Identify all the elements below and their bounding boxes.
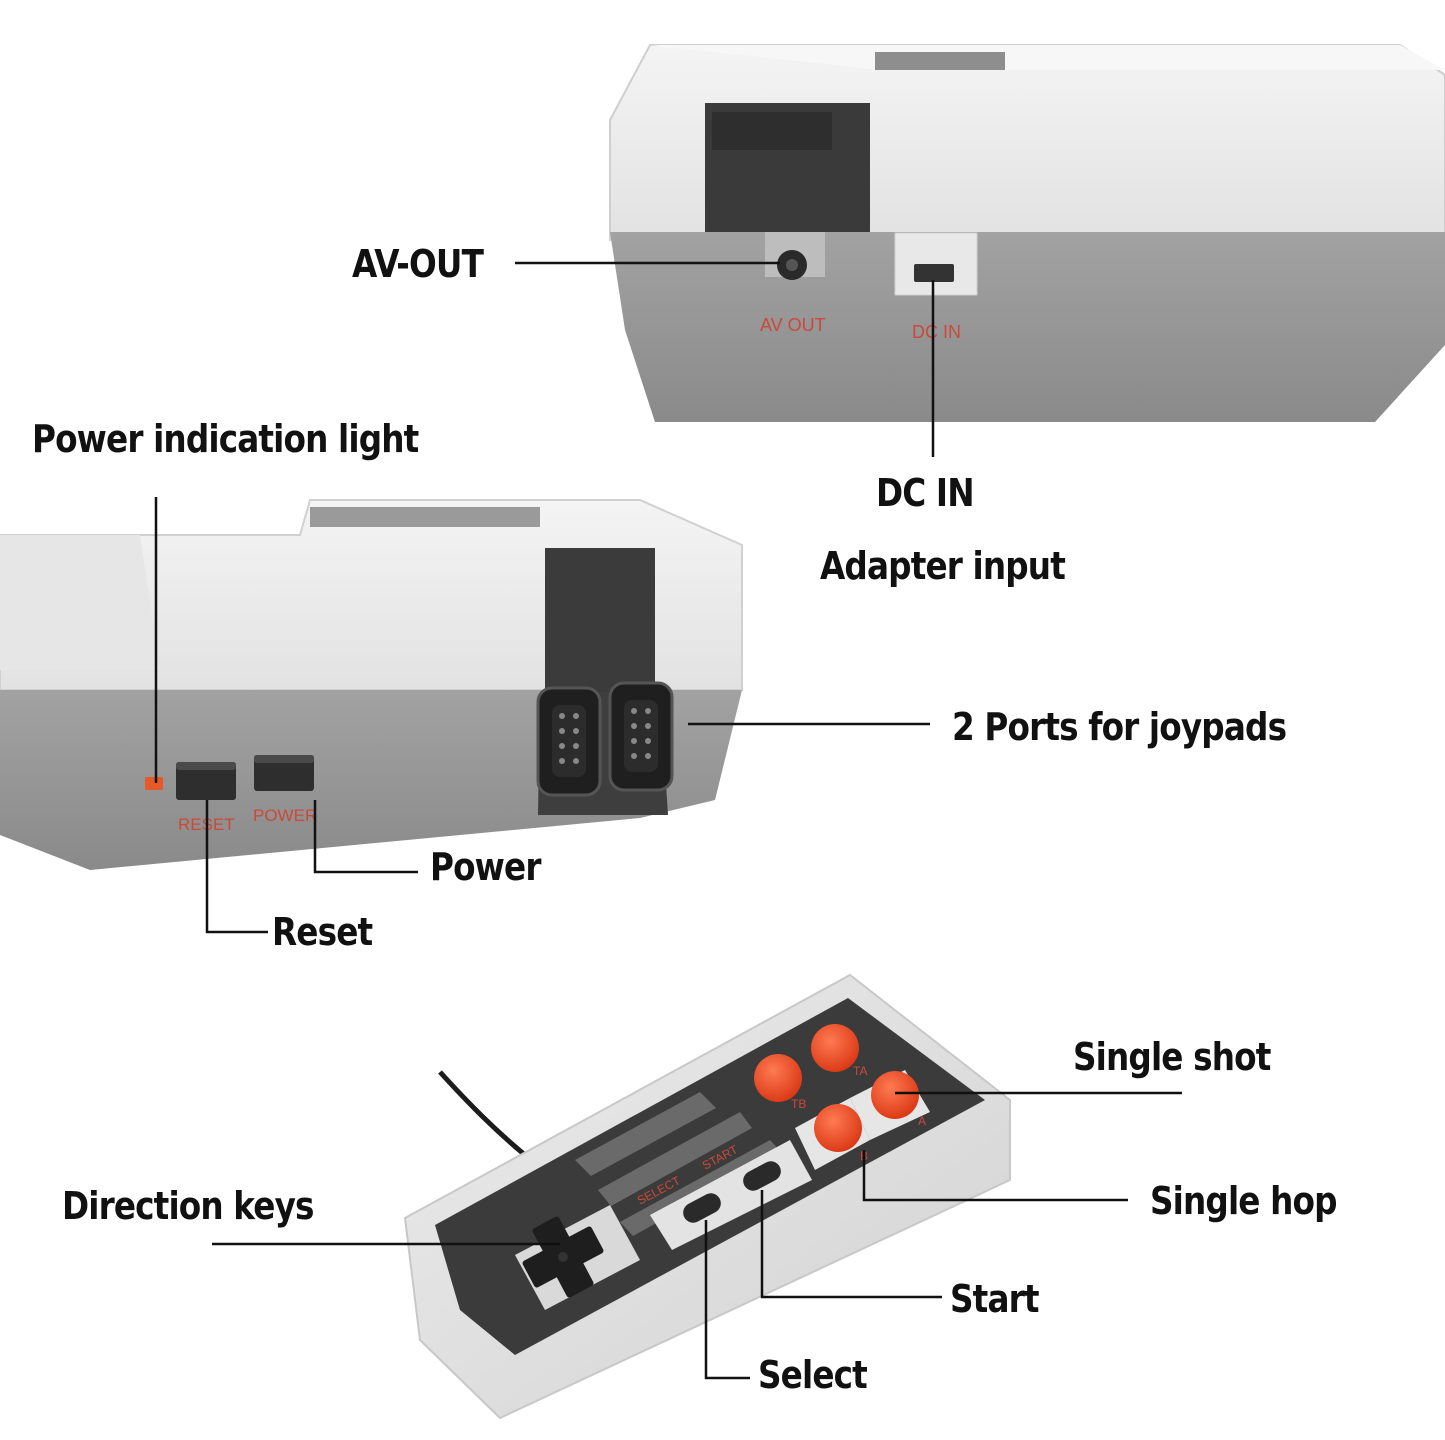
- a-button: [871, 1071, 919, 1119]
- turbo-a-button: [811, 1024, 859, 1072]
- turbo-a-print: TA: [853, 1064, 867, 1078]
- power-button-highlight: [254, 755, 314, 763]
- label-single-shot: Single shot: [1073, 1035, 1271, 1079]
- dc-in-print: DC IN: [912, 322, 961, 342]
- leader-reset: [205, 800, 268, 934]
- label-select: Select: [758, 1353, 868, 1397]
- leader-power: [313, 800, 418, 874]
- console-front-vent: [310, 507, 540, 527]
- power-button: [254, 755, 314, 791]
- controller-stripe-2: [598, 1112, 752, 1206]
- leader-start: [760, 1190, 942, 1299]
- leader-lines: [154, 261, 1182, 1380]
- label-power-light: Power indication light: [32, 417, 419, 461]
- label-dc-in: DC IN: [876, 471, 975, 515]
- reset-button-highlight: [176, 762, 236, 770]
- direction-pad: [515, 1205, 640, 1310]
- power-indicator-led: [145, 777, 163, 790]
- label-reset: Reset: [272, 910, 373, 954]
- joypad-port-2: [608, 681, 674, 792]
- leader-single-hop: [862, 1150, 1128, 1202]
- controller: SELECT START TB TA B A: [403, 973, 1011, 1420]
- leader-select: [704, 1220, 750, 1380]
- console-front-left-face: [0, 535, 160, 670]
- turbo-b-button: [754, 1054, 802, 1102]
- select-button: [683, 1193, 721, 1223]
- label-joypad-ports: 2 Ports for joypads: [952, 705, 1287, 749]
- av-port-core: [786, 259, 798, 271]
- label-power: Power: [430, 845, 541, 889]
- console-rear-vent: [875, 52, 1005, 70]
- console-front: RESET POWER: [0, 499, 743, 870]
- console-rear: AV OUT DC IN: [609, 44, 1445, 422]
- joypad-port-1: [536, 686, 602, 797]
- console-rear-band-shade: [712, 112, 832, 150]
- label-start: Start: [950, 1277, 1040, 1321]
- start-button: [743, 1161, 781, 1191]
- turbo-b-print: TB: [791, 1097, 806, 1111]
- dc-port: [914, 264, 954, 282]
- label-av-out: AV-OUT: [352, 242, 484, 286]
- console-rear-top-face: [650, 45, 1445, 70]
- power-print: POWER: [253, 806, 317, 825]
- reset-button: [176, 762, 236, 800]
- a-print: A: [918, 1114, 926, 1128]
- console-rear-base: [610, 232, 1445, 422]
- controller-cable: [438, 1070, 527, 1157]
- controller-stripe-1: [575, 1092, 716, 1176]
- label-adapter-input: Adapter input: [820, 544, 1066, 588]
- label-direction-keys: Direction keys: [62, 1184, 315, 1228]
- console-rear-dark-band: [705, 103, 870, 232]
- console-front-dark-band: [545, 548, 655, 692]
- av-out-print: AV OUT: [760, 315, 826, 335]
- label-single-hop: Single hop: [1150, 1179, 1338, 1223]
- b-button: [814, 1104, 862, 1152]
